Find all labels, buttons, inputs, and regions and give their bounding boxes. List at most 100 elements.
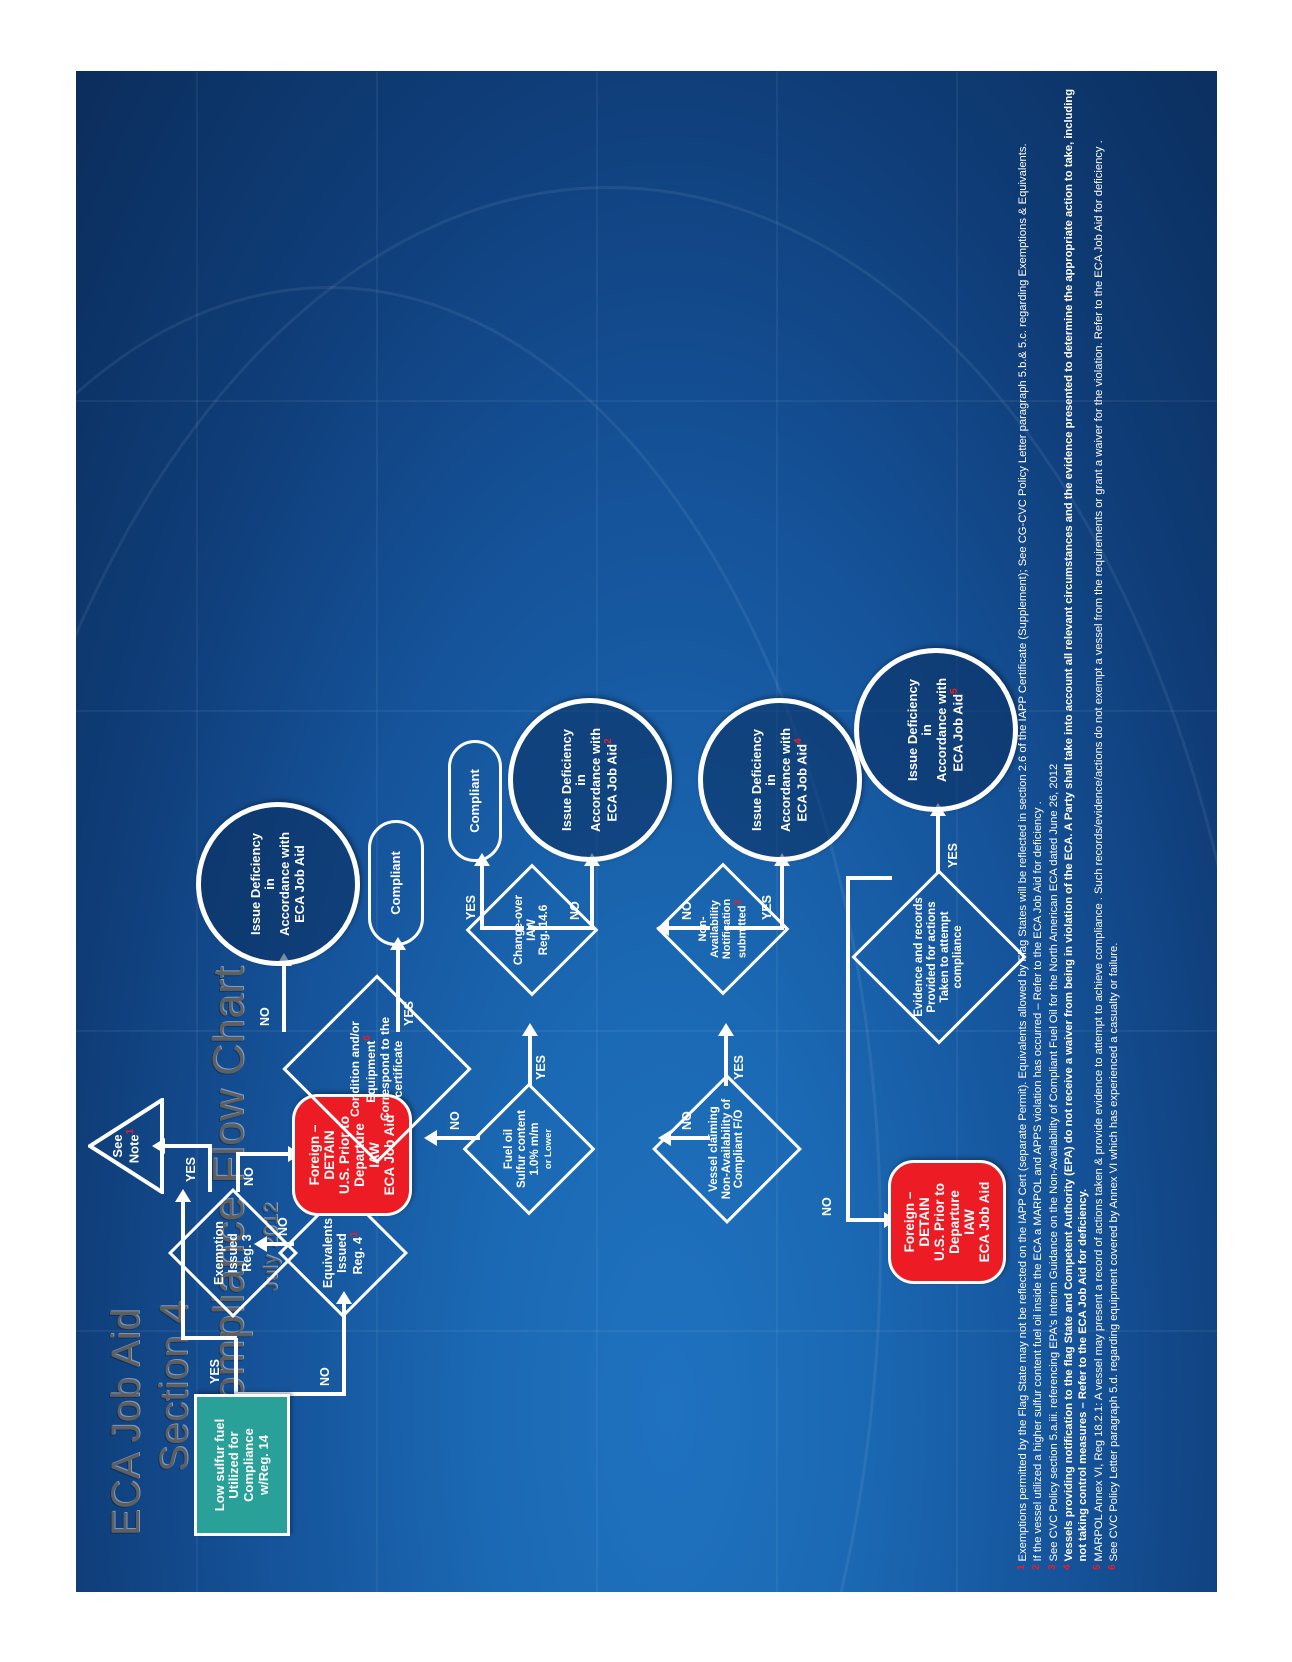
node-line: Equivalents xyxy=(320,1217,335,1289)
node-line: in xyxy=(262,878,278,890)
node-line: Notification xyxy=(721,898,734,960)
node-line: IAW xyxy=(525,919,538,941)
node-line: Taken to attempt xyxy=(939,911,951,1003)
node-line: Accordance with xyxy=(277,831,292,937)
node-line: Vessel claiming xyxy=(707,1106,720,1192)
node-line: Issue Deficiency xyxy=(558,729,574,831)
node-line: or Lower xyxy=(542,1128,554,1170)
footnote-item: 4 Vessels providing notification to the … xyxy=(1062,80,1091,1570)
node-line: Foreign – DETAIN xyxy=(901,1191,932,1253)
title-line-1: ECA Job Aid xyxy=(104,1308,148,1536)
node-line: IAW xyxy=(962,1209,978,1235)
node-line: See xyxy=(110,1134,126,1158)
node-line: Issued xyxy=(226,1233,240,1273)
footnote-item: 3 See CVC Policy section 5.a.iii. refere… xyxy=(1047,80,1061,1570)
node-issue-deficiency-4[interactable]: Issue Deficiency in Accordance with ECA … xyxy=(698,698,862,862)
edge-label-no: NO xyxy=(258,1007,272,1026)
footnote-item: 2 If the vessel utilized a higher sulfur… xyxy=(1031,80,1045,1570)
node-compliant-bottom[interactable]: Compliant xyxy=(368,820,424,946)
footnote-text: Exemptions permitted by the Flag State m… xyxy=(1017,143,1029,1562)
footnote-item: 6 See CVC Policy Letter paragraph 5.d. r… xyxy=(1107,80,1121,1570)
footnote-number: 1 xyxy=(1016,1564,1027,1570)
edge-label-yes: YES xyxy=(184,1156,198,1182)
node-line: Provided for actions xyxy=(926,901,939,1013)
node-issue-deficiency-5[interactable]: Issue Deficiency in Accordance with ECA … xyxy=(854,648,1018,812)
footnote-ref: 6 xyxy=(362,1035,374,1041)
node-evidence-and-records[interactable]: Evidence and records Provided for action… xyxy=(851,869,1027,1045)
node-label: Compliant xyxy=(387,851,403,915)
node-line: Utilized for xyxy=(226,1431,242,1499)
node-line: Non-Availability of xyxy=(720,1098,733,1200)
connector xyxy=(936,812,940,874)
node-line: Equipment xyxy=(364,1040,379,1103)
node-label: Evidence and records Provided for action… xyxy=(913,897,965,1017)
node-line: Issue Deficiency xyxy=(247,833,263,935)
node-line: in xyxy=(919,724,935,736)
footnote-number: 3 xyxy=(1046,1564,1058,1570)
connector-arrow xyxy=(718,1023,734,1036)
edge-label-yes: YES xyxy=(732,1054,746,1080)
node-fuel-oil-sulfur-content[interactable]: Fuel oil Sulfur content 1.0% m/m or Lowe… xyxy=(462,1082,596,1216)
node-line: Sulfur content xyxy=(516,1110,529,1188)
node-label: Fuel oil Sulfur content 1.0% m/m or Lowe… xyxy=(503,1110,555,1188)
node-line: Note xyxy=(126,1134,142,1164)
node-line: Issue Deficiency xyxy=(748,729,764,831)
node-line: Reg. 3 xyxy=(240,1234,254,1272)
node-line: Correspond to the xyxy=(377,1017,392,1121)
edge-label-no: NO xyxy=(318,1367,332,1386)
node-line: 1.0% m/m xyxy=(529,1122,541,1176)
node-line: Low sulfur fuel xyxy=(211,1418,227,1512)
node-line: ECA Job Aid xyxy=(977,1181,993,1263)
node-issue-deficiency-2[interactable]: Issue Deficiency in Accordance with ECA … xyxy=(508,698,672,862)
node-label: Change-over IAW Reg. 14.6 xyxy=(513,895,552,965)
node-vessel-claiming-non-availability[interactable]: Vessel claiming Non-Availability of Comp… xyxy=(652,1074,802,1224)
node-line: Accordance with xyxy=(587,727,603,833)
node-line: Fuel oil xyxy=(503,1128,516,1170)
node-line: Accordance with xyxy=(933,677,949,783)
footnote-number: 5 xyxy=(1091,1564,1103,1570)
footnote-number: 4 xyxy=(1061,1564,1073,1570)
node-line: Condition and/or xyxy=(347,1021,362,1117)
edge-label-no: NO xyxy=(820,1197,834,1216)
edge-label-yes: YES xyxy=(208,1358,222,1384)
connector xyxy=(162,1144,212,1148)
node-line: w/Reg. 14 xyxy=(255,1435,271,1495)
node-changeover-reg146[interactable]: Change-over IAW Reg. 14.6 xyxy=(465,863,599,997)
node-line: ECA Job Aid xyxy=(291,845,307,923)
node-label: Condition and/or Equipment6 Correspond t… xyxy=(347,1017,406,1121)
footnote-number: 6 xyxy=(1106,1564,1118,1570)
footnote-ref: 1 xyxy=(348,1231,360,1238)
edge-label-no: NO xyxy=(242,1167,256,1186)
footnote-ref: 2 xyxy=(603,738,615,744)
node-see-note-triangle[interactable]: See Note1 xyxy=(88,1098,164,1194)
node-line: Issued xyxy=(334,1233,349,1273)
node-compliant-middle[interactable]: Compliant xyxy=(448,740,502,862)
node-condition-equipment-correspond[interactable]: Condition and/or Equipment6 Correspond t… xyxy=(282,974,472,1164)
triangle-shape xyxy=(88,1098,164,1194)
node-detain-upper[interactable]: Foreign – DETAIN U.S. Prior to Departure… xyxy=(888,1160,1006,1284)
footnote-text: If the vessel utilized a higher sulfur c… xyxy=(1032,801,1045,1562)
slide-canvas: ECA Job Aid Section 4 ECA Compliance Flo… xyxy=(76,71,1217,1592)
node-line: ECA Job Aid xyxy=(794,743,810,822)
footnote-ref: 4 xyxy=(793,738,805,744)
node-label: Equivalents Issued Reg. 41 xyxy=(321,1218,365,1288)
node-line: Reg. 4 xyxy=(351,1237,366,1275)
footnote-ref: 3 xyxy=(733,899,745,906)
node-line: U.S. Prior to Departure xyxy=(931,1183,962,1262)
node-line: submitted xyxy=(737,905,750,959)
footnote-ref: 1 xyxy=(125,1128,137,1135)
node-issue-deficiency-1[interactable]: Issue Deficiency in Accordance with ECA … xyxy=(196,802,360,966)
connector xyxy=(236,1152,240,1192)
node-non-availability-notification[interactable]: Non- Availability Notification submitted… xyxy=(656,862,790,996)
connector xyxy=(234,1338,238,1396)
node-low-sulfur-fuel-start[interactable]: Low sulfur fuel Utilized for Compliance … xyxy=(194,1394,290,1536)
node-line: in xyxy=(763,774,779,786)
footnote-text: See CVC Policy Letter paragraph 5.d. reg… xyxy=(1107,942,1120,1562)
footnote-text: See CVC Policy section 5.a.iii. referenc… xyxy=(1047,763,1060,1562)
node-line: ECA Job Aid xyxy=(950,693,966,772)
node-line: Evidence and records xyxy=(913,897,926,1017)
footnotes-list: 1 Exemptions permitted by the Flag State… xyxy=(1016,80,1122,1570)
footnote-text: Vessels providing notification to the fl… xyxy=(1062,88,1090,1562)
node-line: Compliance xyxy=(241,1428,256,1502)
